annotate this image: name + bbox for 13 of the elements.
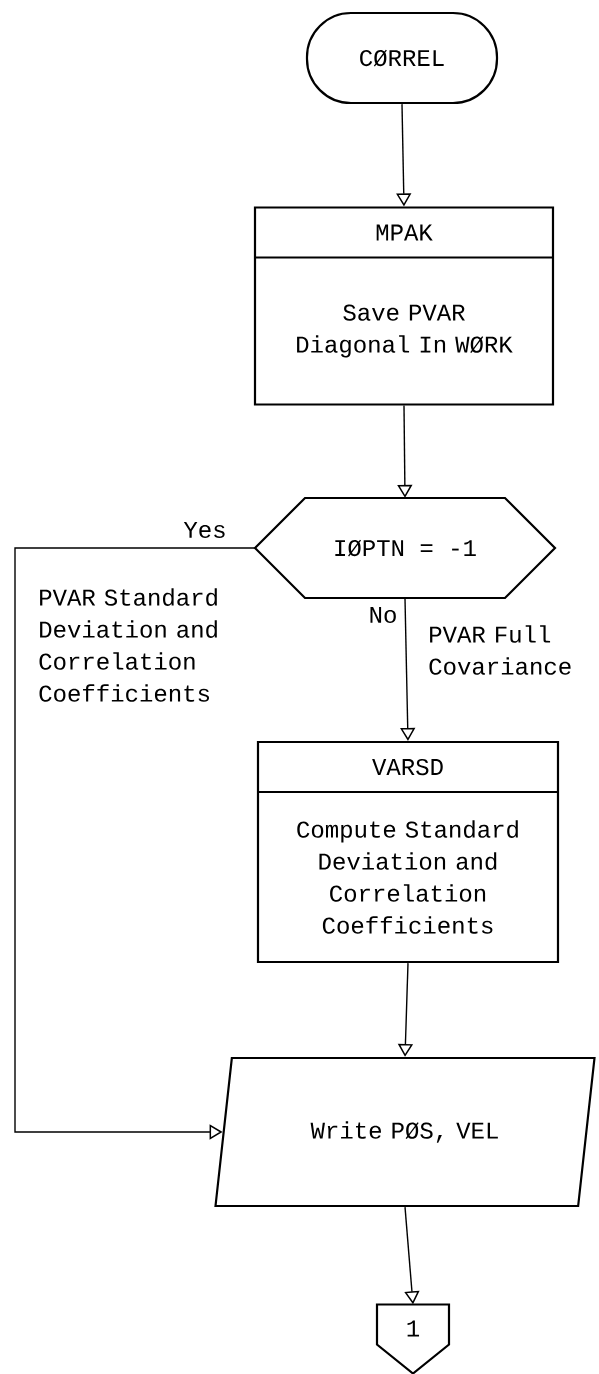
terminal-box: CØRREL xyxy=(305,11,499,105)
process-box: VARSD Compute Standard Deviation and Correlation Coefficients xyxy=(256,740,560,964)
arrow xyxy=(14,547,256,1140)
arrow xyxy=(397,404,413,498)
edge-label: No xyxy=(367,606,399,625)
data-parallelogram: Write PØS, VEL xyxy=(214,1056,596,1208)
decision-hexagon: IØPTN = -1 xyxy=(253,496,557,600)
annotation-text: PVAR Full Covariance xyxy=(429,625,571,675)
edge-label: Yes xyxy=(182,521,228,540)
off-page-connector: 1 xyxy=(375,1303,451,1374)
arrow xyxy=(400,597,416,741)
annotation-text: PVAR Standard Deviation and Correlation Coefficients xyxy=(39,588,217,702)
process-box: MPAK Save PVAR Diagonal In WØRK xyxy=(253,206,555,406)
